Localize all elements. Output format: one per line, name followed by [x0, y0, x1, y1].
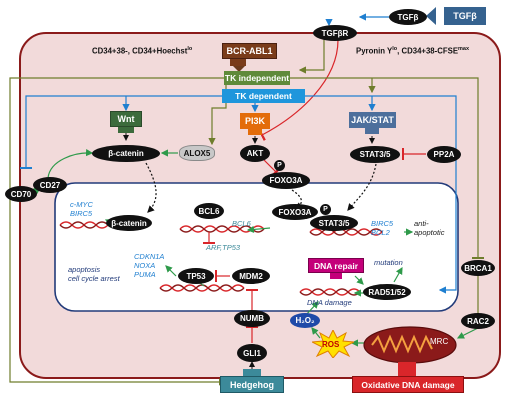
- dna-damage-label: DNA damage: [307, 298, 352, 307]
- gli1-node: GLI1: [237, 344, 267, 362]
- myc-birc5-genes: c-MYC BIRC5: [70, 200, 93, 218]
- mutation-label: mutation: [374, 258, 403, 267]
- apoptosis-label: apoptosis cell cycle arrest: [68, 265, 120, 283]
- tgfb-ligand-box: TGFβ: [444, 7, 486, 25]
- nuclear-bcl6-node: BCL6: [194, 203, 224, 219]
- jak-stat-arrow-stem: [365, 128, 379, 134]
- hedgehog-box: Hedgehog: [220, 376, 284, 393]
- nuclear-stat35-node: STAT3/5: [310, 215, 358, 231]
- dna-repair-box: DNA repair: [308, 258, 364, 273]
- numb-node: NUMB: [234, 310, 270, 327]
- tgfb-arrow-icon: [426, 7, 436, 25]
- nuclear-tp53-node: TP53: [178, 268, 214, 284]
- cd70-node: CD70: [5, 186, 37, 202]
- bcr-abl1-arrow-stem: [230, 59, 246, 66]
- akt-node: AKT: [240, 145, 270, 162]
- tk-dependent-box: TK dependent: [222, 89, 305, 103]
- birc5-bcl2-genes: BIRC5 BCL2: [371, 219, 394, 237]
- dna-strand-5: [299, 288, 361, 296]
- foxo3a-node: FOXO3A: [262, 172, 310, 189]
- wnt-box: Wnt: [110, 111, 142, 127]
- nuclear-phospho-icon: P: [320, 204, 331, 215]
- oxidative-arrow-stem: [398, 362, 416, 376]
- pi3k-box: PI3K: [240, 113, 270, 129]
- oxidative-dna-damage-box: Oxidative DNA damage: [352, 376, 464, 393]
- hedgehog-arrow-stem: [243, 369, 261, 376]
- nuclear-mdm2-node: MDM2: [232, 268, 270, 284]
- tk-independent-box: TK independent: [224, 71, 290, 85]
- cd27-node: CD27: [33, 177, 67, 193]
- cell-population-label-left: CD34+38-, CD34+Hoechstlo: [92, 46, 193, 56]
- mitochondrion-icon: [363, 326, 457, 364]
- h2o2-node: H₂O₂: [290, 313, 320, 328]
- bcr-abl1-box: BCR-ABL1: [222, 43, 277, 59]
- jak-stat-box: JAK/STAT: [349, 112, 396, 128]
- ros-label: ROS: [322, 340, 340, 349]
- stat35-node: STAT3/5: [350, 146, 400, 163]
- brca1-node: BRCA1: [461, 260, 495, 276]
- bcl6-gene: BCL6: [232, 219, 251, 228]
- anti-apoptotic-label: anti- apoptotic: [414, 219, 445, 237]
- tgfb-node: TGFβ: [389, 9, 427, 25]
- phospho-icon: P: [274, 160, 285, 171]
- rac2-node: RAC2: [461, 313, 495, 329]
- ros-burst-icon: [312, 330, 354, 358]
- wnt-arrow-stem: [118, 127, 134, 133]
- nuclear-beta-catenin-node: β-catenin: [106, 215, 152, 231]
- dna-strand-1: [59, 221, 109, 229]
- arf-tp53-genes: ARF,TP53: [206, 243, 241, 252]
- dna-repair-arrow-stem: [330, 273, 342, 279]
- mrc-label: MRC: [430, 337, 449, 346]
- nuclear-rad51-node: RAD51/52: [363, 284, 411, 300]
- cell-population-label-right: Pyronin Ylo, CD34+38-CFSEmax: [356, 46, 470, 56]
- pp2a-node: PP2A: [427, 146, 461, 163]
- nuclear-foxo3a-node: FOXO3A: [272, 204, 318, 220]
- cdkn1a-noxa-puma-genes: CDKN1A NOXA PUMA: [134, 252, 165, 279]
- beta-catenin-node: β-catenin: [92, 145, 160, 162]
- pi3k-arrow-stem: [248, 129, 262, 135]
- alox5-node: ALOX5: [179, 145, 215, 161]
- tgfbr-node: TGFβR: [313, 25, 357, 41]
- dna-strand-3: [309, 228, 383, 236]
